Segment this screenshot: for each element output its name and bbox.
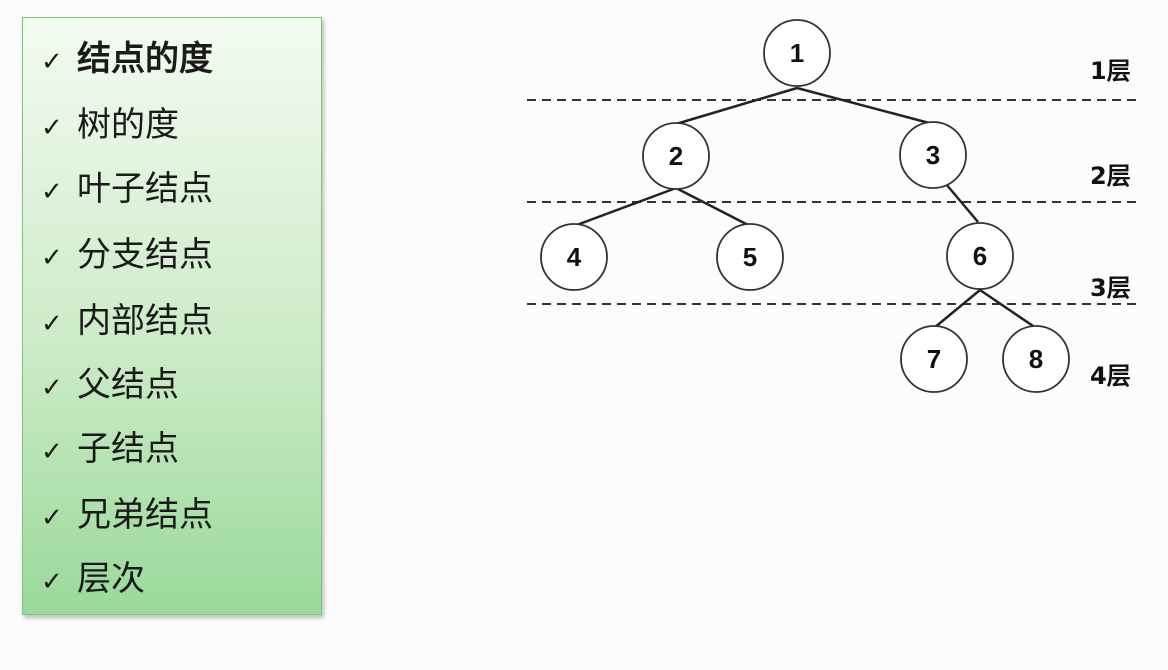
term-label: 叶子结点 (77, 169, 213, 209)
term-item: ✓ 结点的度 (41, 34, 213, 84)
level-label: 2层 (1090, 162, 1131, 190)
term-label: 兄弟结点 (77, 495, 213, 535)
tree-node: 1 (763, 19, 831, 87)
check-icon: ✓ (41, 437, 63, 467)
tree-node: 6 (946, 222, 1014, 290)
term-item: ✓ 内部结点 (41, 296, 213, 346)
term-label: 子结点 (77, 429, 179, 469)
tree-edge (675, 86, 798, 126)
tree-node: 5 (716, 223, 784, 291)
term-item: ✓ 子结点 (41, 424, 179, 474)
node-label: 7 (927, 344, 941, 374)
level-label: 3层 (1090, 274, 1131, 302)
tree-edge (933, 289, 981, 329)
check-icon: ✓ (41, 177, 63, 207)
tree-node: 2 (642, 122, 710, 190)
node-label: 4 (567, 242, 582, 272)
term-label: 内部结点 (77, 301, 213, 341)
check-icon: ✓ (41, 243, 63, 273)
check-icon: ✓ (41, 373, 63, 403)
tree-node: 7 (900, 325, 968, 393)
level-label: 4层 (1090, 362, 1131, 390)
node-label: 1 (790, 38, 804, 68)
tree-edge (979, 288, 1037, 330)
term-item: ✓ 分支结点 (41, 230, 213, 280)
term-label: 结点的度 (77, 39, 213, 79)
node-label: 5 (743, 242, 757, 272)
tree-node: 8 (1002, 325, 1070, 393)
node-label: 3 (926, 140, 940, 170)
tree-node: 4 (540, 223, 608, 291)
term-item: ✓ 兄弟结点 (41, 490, 213, 540)
tree-edge (945, 183, 979, 223)
check-icon: ✓ (41, 503, 63, 533)
term-item: ✓ 叶子结点 (41, 164, 213, 214)
node-label: 2 (669, 141, 683, 171)
tree-edge (573, 186, 677, 228)
tree-edge (675, 186, 751, 228)
term-label: 父结点 (77, 365, 179, 405)
term-label: 分支结点 (77, 235, 213, 275)
term-item: ✓ 父结点 (41, 360, 179, 410)
check-icon: ✓ (41, 47, 63, 77)
level-label: 1层 (1090, 57, 1131, 85)
check-icon: ✓ (41, 309, 63, 339)
check-icon: ✓ (41, 113, 63, 143)
node-label: 6 (973, 241, 987, 271)
node-label: 8 (1029, 344, 1043, 374)
tree-node: 3 (899, 121, 967, 189)
check-icon: ✓ (41, 567, 63, 597)
terminology-panel: ✓ 结点的度 ✓ 树的度 ✓ 叶子结点 ✓ 分支结点 ✓ 内部结点 ✓ 父结点 ✓ 子结点 ✓… (22, 17, 322, 615)
tree-edge (796, 86, 934, 126)
term-label: 树的度 (77, 105, 179, 145)
term-label: 层次 (77, 559, 145, 599)
term-item: ✓ 层次 (41, 554, 145, 604)
term-item: ✓ 树的度 (41, 100, 179, 150)
